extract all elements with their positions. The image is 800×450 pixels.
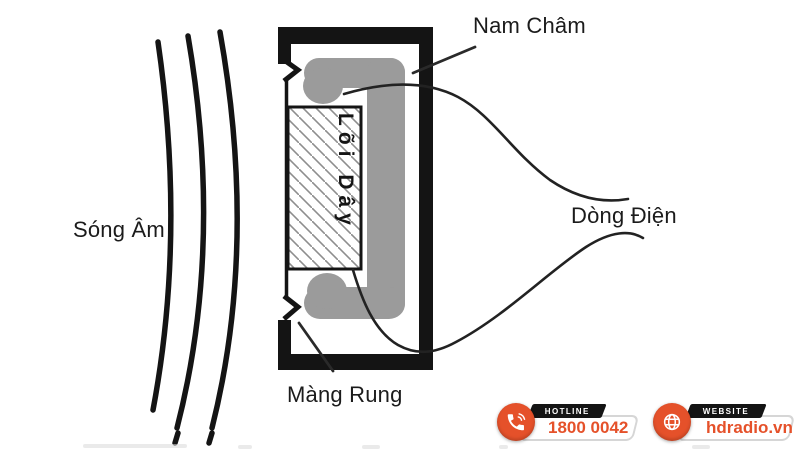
website-url: hdradio.vn — [706, 418, 793, 437]
wire-top — [342, 83, 630, 202]
break-mark-bottom — [282, 294, 302, 321]
website-badge: hdradio.vn WEBSITE — [653, 402, 800, 444]
sound-wave-arc — [209, 29, 240, 431]
magnet-label: Nam Châm — [473, 13, 586, 38]
sound-wave-arc-tip — [206, 430, 215, 446]
hotline-tab-label: HOTLINE — [544, 406, 590, 416]
bottom-smudge — [238, 445, 252, 449]
magnet-pointer-line — [411, 45, 477, 75]
magnet-shape — [303, 58, 405, 319]
sound-wave-arc-tip — [172, 430, 181, 446]
hotline-number: 1800 0042 — [548, 418, 629, 437]
break-mark-top — [282, 57, 303, 83]
casing-frame — [278, 27, 433, 370]
globe-icon — [663, 413, 681, 431]
current-label: Dòng Điện — [571, 203, 677, 228]
hotline-pill: 1800 0042 — [520, 415, 640, 441]
bottom-smudge — [692, 445, 710, 449]
phone-icon — [507, 413, 526, 431]
pointer-lines — [297, 45, 477, 373]
diaphragm-label: Màng Rung — [287, 382, 403, 407]
bottom-smudge — [83, 444, 187, 448]
bottom-smudge — [362, 445, 380, 449]
sound-wave-arc — [174, 33, 207, 431]
website-tab: WEBSITE — [685, 404, 767, 418]
hotline-circle — [497, 403, 535, 441]
bottom-smudge — [499, 445, 508, 449]
sound-wave-label: Sóng Âm — [73, 217, 165, 242]
website-circle — [653, 403, 691, 441]
website-pill: hdradio.vn — [678, 415, 796, 441]
sound-waves — [150, 29, 240, 446]
sound-wave-arc — [150, 39, 174, 413]
coil-core-box — [286, 105, 363, 271]
coil-core-label: Lõi Dây — [334, 113, 357, 231]
diaphragm-pointer-line — [297, 321, 335, 373]
hotline-tab: HOTLINE — [527, 404, 607, 418]
wire-bottom — [351, 231, 645, 354]
website-tab-label: WEBSITE — [702, 406, 750, 416]
wires — [342, 83, 645, 354]
hotline-badge: 1800 0042 HOTLINE — [497, 402, 647, 444]
